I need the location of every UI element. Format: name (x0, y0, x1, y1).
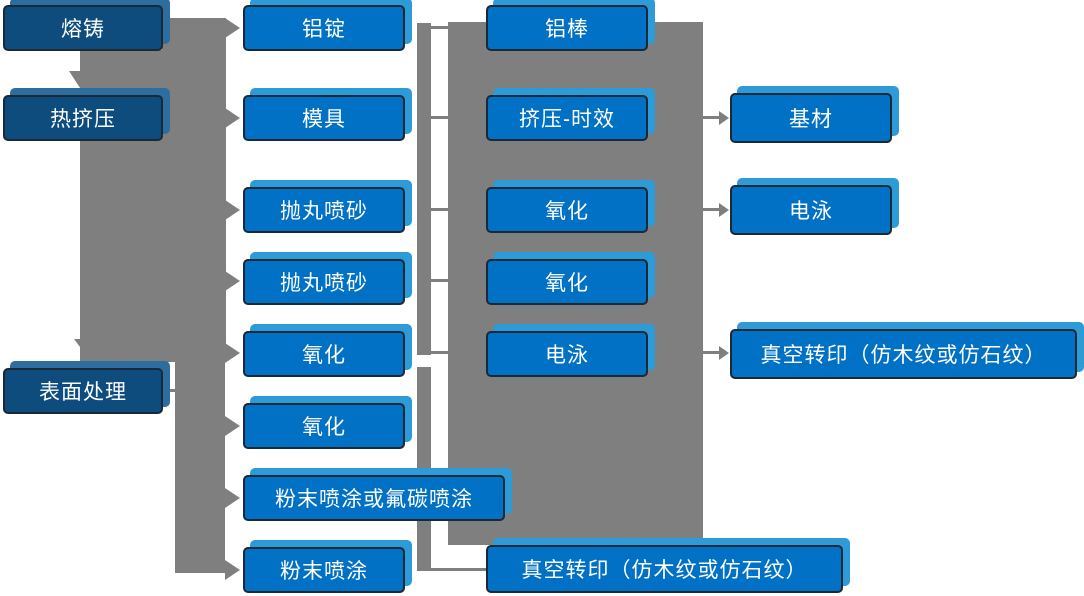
arrowhead-to-powder-or-fluorocarbon (225, 488, 240, 508)
node-label: 粉末喷涂 (280, 560, 368, 583)
node-label: 电泳 (545, 344, 589, 367)
collector-bar-lower (417, 367, 431, 571)
node-base-material: 基材 (730, 93, 892, 143)
node-shot-blasting-1: 抛丸喷砂 (243, 187, 405, 233)
node-melting-casting: 熔铸 (3, 5, 163, 51)
node-label: 模具 (302, 108, 346, 131)
arrowhead-to-electrophoresis-col4 (719, 203, 729, 217)
tick-row5 (431, 351, 448, 354)
line-to-vacuum-transfer (703, 351, 721, 354)
node-extrusion-aging: 挤压-时效 (486, 95, 648, 141)
arrowhead-to-shot-blasting-2 (225, 271, 240, 291)
node-label: 氧化 (545, 272, 589, 295)
node-shot-blasting-2: 抛丸喷砂 (243, 259, 405, 305)
node-electrophoresis-1: 电泳 (730, 185, 892, 235)
node-aluminum-rod: 铝棒 (486, 5, 648, 51)
node-label: 粉末喷涂或氟碳喷涂 (275, 488, 473, 511)
node-vacuum-transfer-1: 真空转印（仿木纹或仿石纹） (730, 329, 1077, 379)
tick-row3 (431, 208, 448, 211)
tick-row1 (431, 26, 448, 29)
line-to-electrophoresis (703, 208, 721, 211)
arrowhead-to-shot-blasting-1 (225, 200, 240, 220)
node-label: 真空转印（仿木纹或仿石纹） (521, 559, 808, 582)
arrowhead-to-powder-coating (225, 560, 240, 580)
node-label: 基材 (789, 108, 833, 131)
node-label: 抛丸喷砂 (280, 272, 368, 295)
node-vacuum-transfer-2: 真空转印（仿木纹或仿石纹） (486, 545, 843, 593)
node-powder-or-fluorocarbon-coating: 粉末喷涂或氟碳喷涂 (243, 475, 505, 521)
node-label: 铝棒 (545, 18, 589, 41)
node-oxidation-1: 氧化 (486, 187, 648, 233)
node-label: 挤压-时效 (519, 108, 615, 131)
node-oxidation-3: 氧化 (243, 331, 405, 377)
node-label: 表面处理 (39, 381, 127, 404)
trunk-surface-treatment (175, 362, 225, 573)
tick-bottom-vacuum (431, 568, 487, 571)
node-hot-extrusion: 热挤压 (3, 95, 163, 141)
tick-row2 (431, 116, 448, 119)
node-aluminum-ingot: 铝锭 (243, 5, 405, 51)
tick-row4 (431, 279, 448, 282)
arrowhead-down-to-hot-extrusion (69, 71, 95, 91)
arrowhead-to-oxidation-4 (225, 416, 240, 436)
node-surface-treatment: 表面处理 (3, 368, 163, 414)
arrowhead-to-vacuum-transfer-1 (719, 346, 729, 360)
node-label: 氧化 (545, 200, 589, 223)
node-label: 电泳 (789, 200, 833, 223)
node-mold: 模具 (243, 95, 405, 141)
node-powder-coating: 粉末喷涂 (243, 547, 405, 593)
arrowhead-to-base-material (719, 111, 729, 125)
arrowhead-to-mold (225, 108, 240, 128)
arrowhead-down-to-surface-treatment (74, 339, 110, 363)
node-label: 热挤压 (50, 108, 116, 131)
node-label: 抛丸喷砂 (280, 200, 368, 223)
line-to-base-material (703, 116, 721, 119)
node-label: 熔铸 (61, 18, 105, 41)
collector-bar-upper (417, 23, 431, 355)
arrowhead-to-oxidation-3 (225, 343, 240, 363)
node-label: 真空转印（仿木纹或仿石纹） (760, 344, 1047, 367)
node-label: 铝锭 (302, 18, 346, 41)
trunk-left-main (162, 18, 226, 362)
node-label: 氧化 (302, 344, 346, 367)
node-oxidation-4: 氧化 (243, 403, 405, 449)
line-surface-treatment (163, 389, 177, 392)
node-oxidation-2: 氧化 (486, 259, 648, 305)
node-electrophoresis-2: 电泳 (486, 331, 648, 377)
arrowhead-to-aluminum-ingot (225, 18, 240, 38)
node-label: 氧化 (302, 416, 346, 439)
